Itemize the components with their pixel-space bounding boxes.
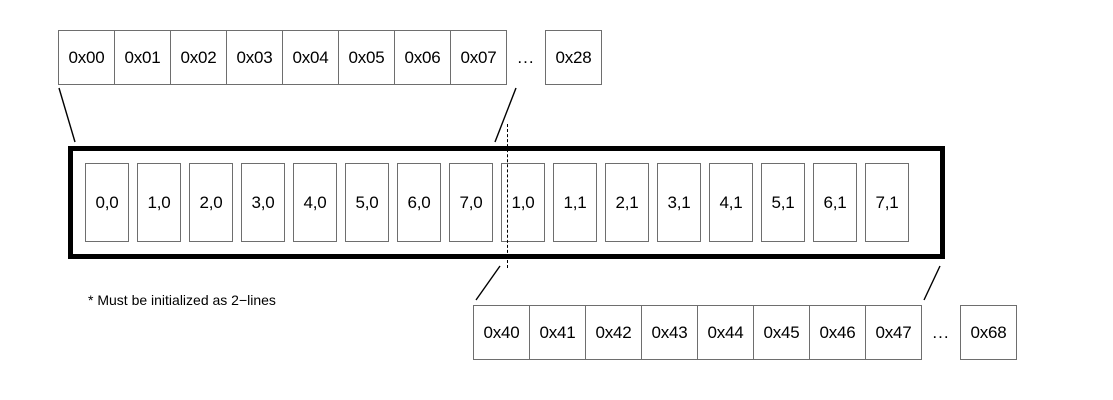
cache-word-cell: 3,1 (657, 163, 701, 242)
cache-line-cells: 0,0 1,0 2,0 3,0 4,0 5,0 6,0 7,0 1,0 1,1 … (85, 163, 909, 242)
leader-line-bottom-right (923, 265, 941, 301)
ellipsis-separator: ... (932, 322, 950, 342)
upper-address-strip: 0x00 0x01 0x02 0x03 0x04 0x05 0x06 0x07 … (58, 30, 602, 85)
address-cell: 0x42 (585, 305, 642, 360)
address-cell: 0x01 (114, 30, 171, 85)
cache-word-cell: 3,0 (241, 163, 285, 242)
cache-word-cell: 6,1 (813, 163, 857, 242)
address-cell: 0x47 (865, 305, 922, 360)
footnote-text: * Must be initialized as 2−lines (88, 292, 276, 308)
address-cell: 0x07 (450, 30, 507, 85)
leader-line-bottom-left (475, 265, 501, 301)
lower-address-strip: 0x40 0x41 0x42 0x43 0x44 0x45 0x46 0x47 … (473, 305, 1017, 360)
cache-word-cell: 4,0 (293, 163, 337, 242)
cache-word-cell: 2,1 (605, 163, 649, 242)
address-cell: 0x02 (170, 30, 227, 85)
cache-word-cell: 1,0 (501, 163, 545, 242)
half-line-divider (507, 124, 508, 268)
cache-word-cell: 6,0 (397, 163, 441, 242)
address-cell: 0x40 (473, 305, 530, 360)
cache-line-buffer: 0,0 1,0 2,0 3,0 4,0 5,0 6,0 7,0 1,0 1,1 … (68, 146, 945, 259)
cache-word-cell: 7,1 (865, 163, 909, 242)
leader-line-top-left (58, 87, 76, 143)
address-cell: 0x41 (529, 305, 586, 360)
leader-line-top-right (494, 87, 517, 143)
address-cell: 0x46 (809, 305, 866, 360)
cache-word-cell: 1,0 (137, 163, 181, 242)
address-cell: 0x06 (394, 30, 451, 85)
cache-word-cell: 2,0 (189, 163, 233, 242)
address-cell: 0x43 (641, 305, 698, 360)
cache-word-cell: 5,0 (345, 163, 389, 242)
cache-word-cell: 7,0 (449, 163, 493, 242)
cache-word-cell: 0,0 (85, 163, 129, 242)
address-cell: 0x45 (753, 305, 810, 360)
cache-word-cell: 5,1 (761, 163, 805, 242)
address-cell: 0x44 (697, 305, 754, 360)
address-cell-trailing: 0x68 (960, 305, 1017, 360)
address-cell-trailing: 0x28 (545, 30, 602, 85)
cache-word-cell: 1,1 (553, 163, 597, 242)
address-cell: 0x04 (282, 30, 339, 85)
address-cell: 0x05 (338, 30, 395, 85)
cache-word-cell: 4,1 (709, 163, 753, 242)
ellipsis-separator: ... (517, 47, 535, 67)
address-cell: 0x00 (58, 30, 115, 85)
